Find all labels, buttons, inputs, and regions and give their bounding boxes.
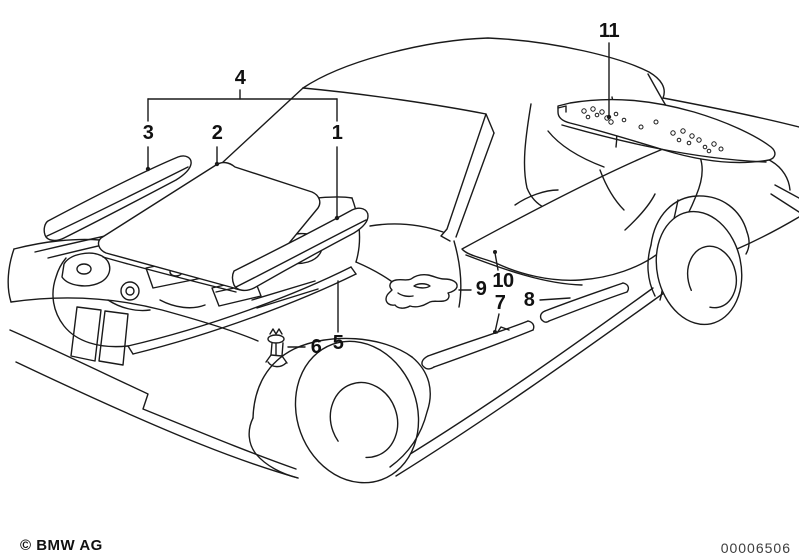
part-8-sill-insulation-rear [539,282,630,323]
part-11-parcel-shelf-insulation [547,98,776,211]
part-label-5[interactable]: 5 [332,332,344,354]
leader-end-dots [145,114,612,334]
shelf-perforations [581,106,724,154]
part-label-10[interactable]: 10 [492,270,514,292]
part-6-fastener-clip [265,328,288,368]
part-label-4[interactable]: 4 [234,67,246,89]
part-label-3[interactable]: 3 [142,122,154,144]
part-label-6[interactable]: 6 [310,336,322,358]
part-label-1[interactable]: 1 [331,122,343,144]
kidney-grille-left [70,306,102,362]
copyright-text: © BMW AG [20,537,103,554]
kidney-grille-right [98,310,129,366]
part-label-11[interactable]: 11 [598,20,620,42]
part-1-hood-insulation-right [231,207,369,292]
part-5-engine-bay-edge-insulation [127,266,357,355]
part-9-insulation-piece [385,274,458,309]
callout-leader-lines [145,42,612,348]
part-label-2[interactable]: 2 [211,122,223,144]
part-label-9[interactable]: 9 [475,278,487,300]
drawing-number: 00006506 [720,540,791,556]
rear-wheel [647,195,750,326]
part-label-7[interactable]: 7 [494,292,506,314]
part-label-8[interactable]: 8 [523,289,535,311]
part-3-hood-insulation-left [43,155,192,242]
front-wheel [248,337,431,484]
part-7-sill-insulation-front [421,320,535,370]
